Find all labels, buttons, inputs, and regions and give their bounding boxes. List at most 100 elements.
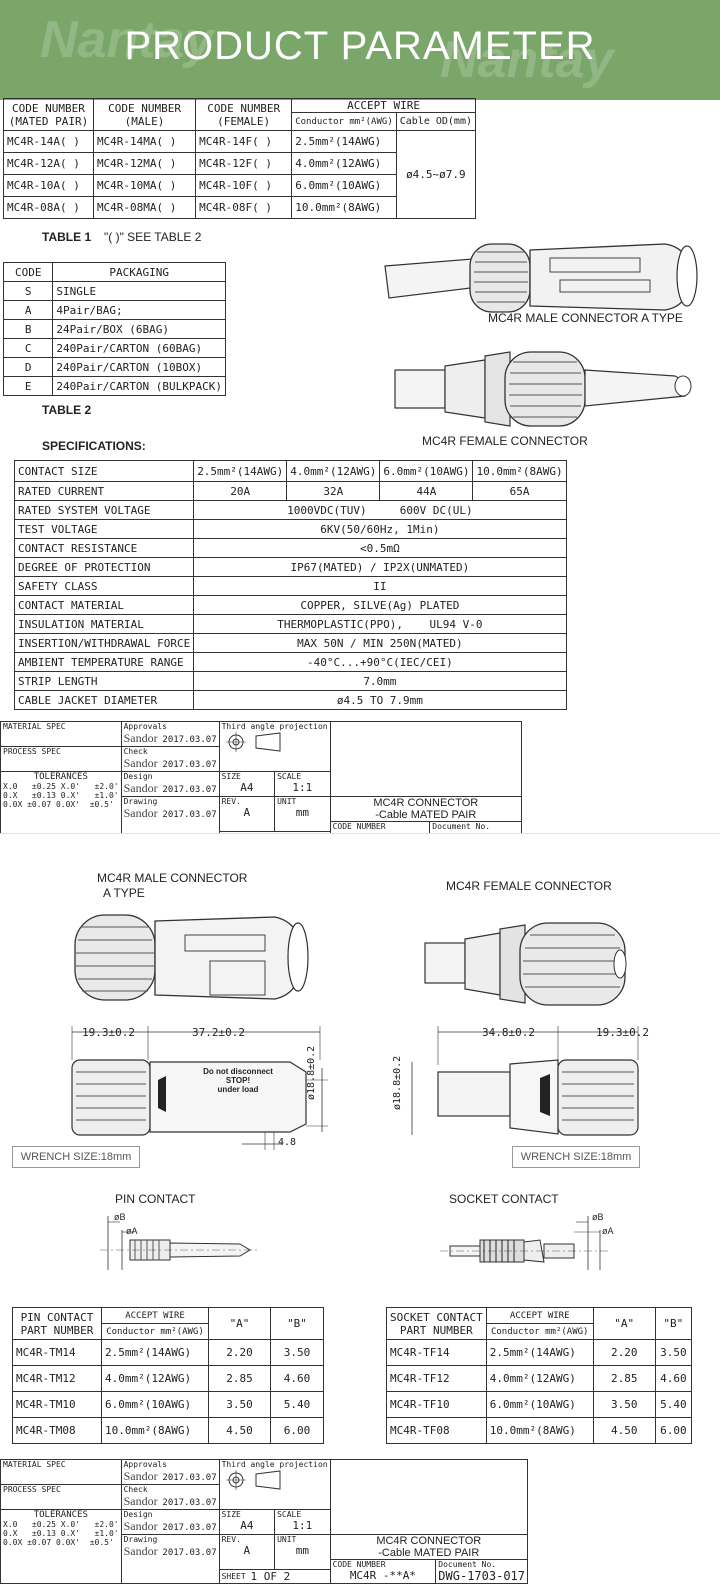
size-value: A4 [240, 781, 254, 794]
pin-contact-heading: PIN CONTACT [115, 1192, 196, 1206]
signature: Sandor [123, 756, 158, 770]
spec-label: RATED CURRENT [13, 481, 195, 501]
socket-contact-heading: SOCKET CONTACT [449, 1192, 559, 1206]
female-connector-caption: MC4R FEMALE CONNECTOR [422, 434, 588, 448]
signature: Sandor [123, 806, 158, 820]
material-spec-label: MATERIAL SPEC [0, 721, 122, 747]
table-cell: 6.0mm²(10AWG) [101, 1391, 209, 1418]
date: 2017.03.07 [162, 810, 217, 820]
tolerance-row: 0.X ±0.13 0.X' ±1.0' [3, 1529, 119, 1538]
unit-label: UNIT [277, 797, 297, 806]
spec-current: 44A [379, 481, 474, 501]
scale-label: SCALE [277, 772, 302, 781]
date: 2017.03.07 [162, 1473, 217, 1483]
signature: Sandor [123, 731, 158, 745]
table-cell: 2.85 [208, 1365, 271, 1392]
spec-label: CONTACT MATERIAL [13, 595, 195, 615]
phi-b-label: øB [114, 1212, 126, 1222]
male-connector-drawing [74, 914, 309, 1001]
spec-label: STRIP LENGTH [13, 671, 195, 691]
scale-value: 1:1 [292, 1519, 313, 1532]
spec-current: 65A [472, 481, 567, 501]
table-cell: 6.0mm²(10AWG) [485, 1391, 594, 1418]
spec-label: INSERTION/WITHDRAWAL FORCE [13, 633, 195, 653]
header-a: "A" [208, 1307, 271, 1340]
spec-label: AMBIENT TEMPERATURE RANGE [13, 652, 195, 672]
spec-size: 4.0mm²(12AWG) [286, 460, 381, 482]
signature: Sandor [123, 1469, 158, 1483]
table-cell: D [2, 357, 54, 377]
table-cell: 3.50 [208, 1391, 271, 1418]
header-packaging: PACKAGING [52, 262, 226, 282]
pin-contact-drawing [100, 1216, 260, 1270]
signature: Sandor [123, 1494, 158, 1508]
table-cell: MC4R-TF14 [386, 1339, 487, 1366]
table-cell: MC4R-TF12 [386, 1365, 487, 1392]
product-parameter-banner: Nantay Nantay PRODUCT PARAMETER [0, 0, 720, 100]
process-spec-label: PROCESS SPEC [0, 746, 122, 772]
tolerance-row: 0.X ±0.13 0.X' ±1.0' [3, 791, 119, 800]
table-cell: MC4R-08MA( ) [92, 196, 197, 219]
drawing-title: MC4R CONNECTOR [376, 1535, 482, 1547]
header-conductor: Conductor mm²(AWG) [101, 1323, 209, 1340]
male-wrench-size: WRENCH SIZE:18mm [12, 1146, 140, 1168]
cable-od-value: ø4.5~ø7.9 [395, 130, 477, 219]
table-cell: 2.20 [592, 1339, 656, 1366]
section-divider [0, 833, 720, 846]
spec-size: 6.0mm²(10AWG) [379, 460, 474, 482]
spec-size: 10.0mm²(8AWG) [472, 460, 567, 482]
header-accept-wire: ACCEPT WIRE [485, 1307, 594, 1324]
table-cell: 4.50 [592, 1417, 656, 1444]
spec-value: ø4.5 TO 7.9mm [193, 690, 567, 710]
tolerances-label: TOLERANCES [33, 1510, 88, 1520]
dim-female-diameter: ø18.8±0.2 [392, 1055, 403, 1110]
table-cell: 4.60 [270, 1365, 324, 1392]
tolerance-row: X.0 ±0.25 X.0' ±2.0' [3, 1520, 119, 1529]
table-cell: 6.00 [654, 1417, 693, 1444]
spec-label: CABLE JACKET DIAMETER [13, 690, 195, 710]
male-connector-caption: MC4R MALE CONNECTOR A TYPE [488, 311, 683, 325]
table-cell: MC4R-TM10 [12, 1391, 102, 1418]
header-b: "B" [654, 1307, 693, 1340]
date: 2017.03.07 [162, 1523, 217, 1533]
size-label: SIZE [221, 772, 241, 781]
table-cell: 4.50 [208, 1417, 271, 1444]
code-number-value: MC4R -**A* [349, 1569, 417, 1582]
spec-label: CONTACT SIZE [13, 460, 195, 482]
female-connector-heading: MC4R FEMALE CONNECTOR [446, 879, 612, 893]
table-cell: MC4R-10MA( ) [92, 174, 197, 197]
phi-a-label: øA [602, 1226, 614, 1236]
date: 2017.03.07 [162, 760, 217, 770]
page-title: PRODUCT PARAMETER [124, 24, 596, 68]
spec-label: SAFETY CLASS [13, 576, 195, 596]
table-cell: 5.40 [270, 1391, 324, 1418]
table2-caption: TABLE 2 [42, 403, 92, 417]
table-cell: 2.20 [208, 1339, 271, 1366]
scale-value: 1:1 [292, 781, 313, 794]
rev-value: A [243, 1544, 251, 1557]
drawing-label: Drawing [123, 1535, 158, 1544]
table-cell: MC4R-12A( ) [3, 152, 94, 175]
spec-label: TEST VOLTAGE [13, 519, 195, 539]
table1-note: "( )" SEE TABLE 2 [104, 230, 202, 244]
rev-value: A [243, 806, 251, 819]
female-connector-drawing [424, 922, 627, 1006]
dim-male-diameter: ø18.8±0.2 [306, 1045, 317, 1100]
table-cell: MC4R-14A( ) [3, 130, 94, 153]
spec-value: <0.5mΩ [193, 538, 567, 558]
table-cell: A [2, 300, 54, 320]
table-cell: MC4R-14F( ) [195, 130, 293, 153]
table-cell: 6.00 [270, 1417, 324, 1444]
table1-caption: TABLE 1 [42, 230, 92, 244]
table-cell: E [2, 376, 54, 396]
code-number-label: CODE NUMBER [332, 1560, 386, 1569]
unit-label: UNIT [277, 1535, 297, 1544]
header-code: CODE [2, 262, 54, 282]
watermark-logo: Nantay [40, 11, 214, 69]
male-connector-dimension-drawing [71, 1026, 328, 1150]
